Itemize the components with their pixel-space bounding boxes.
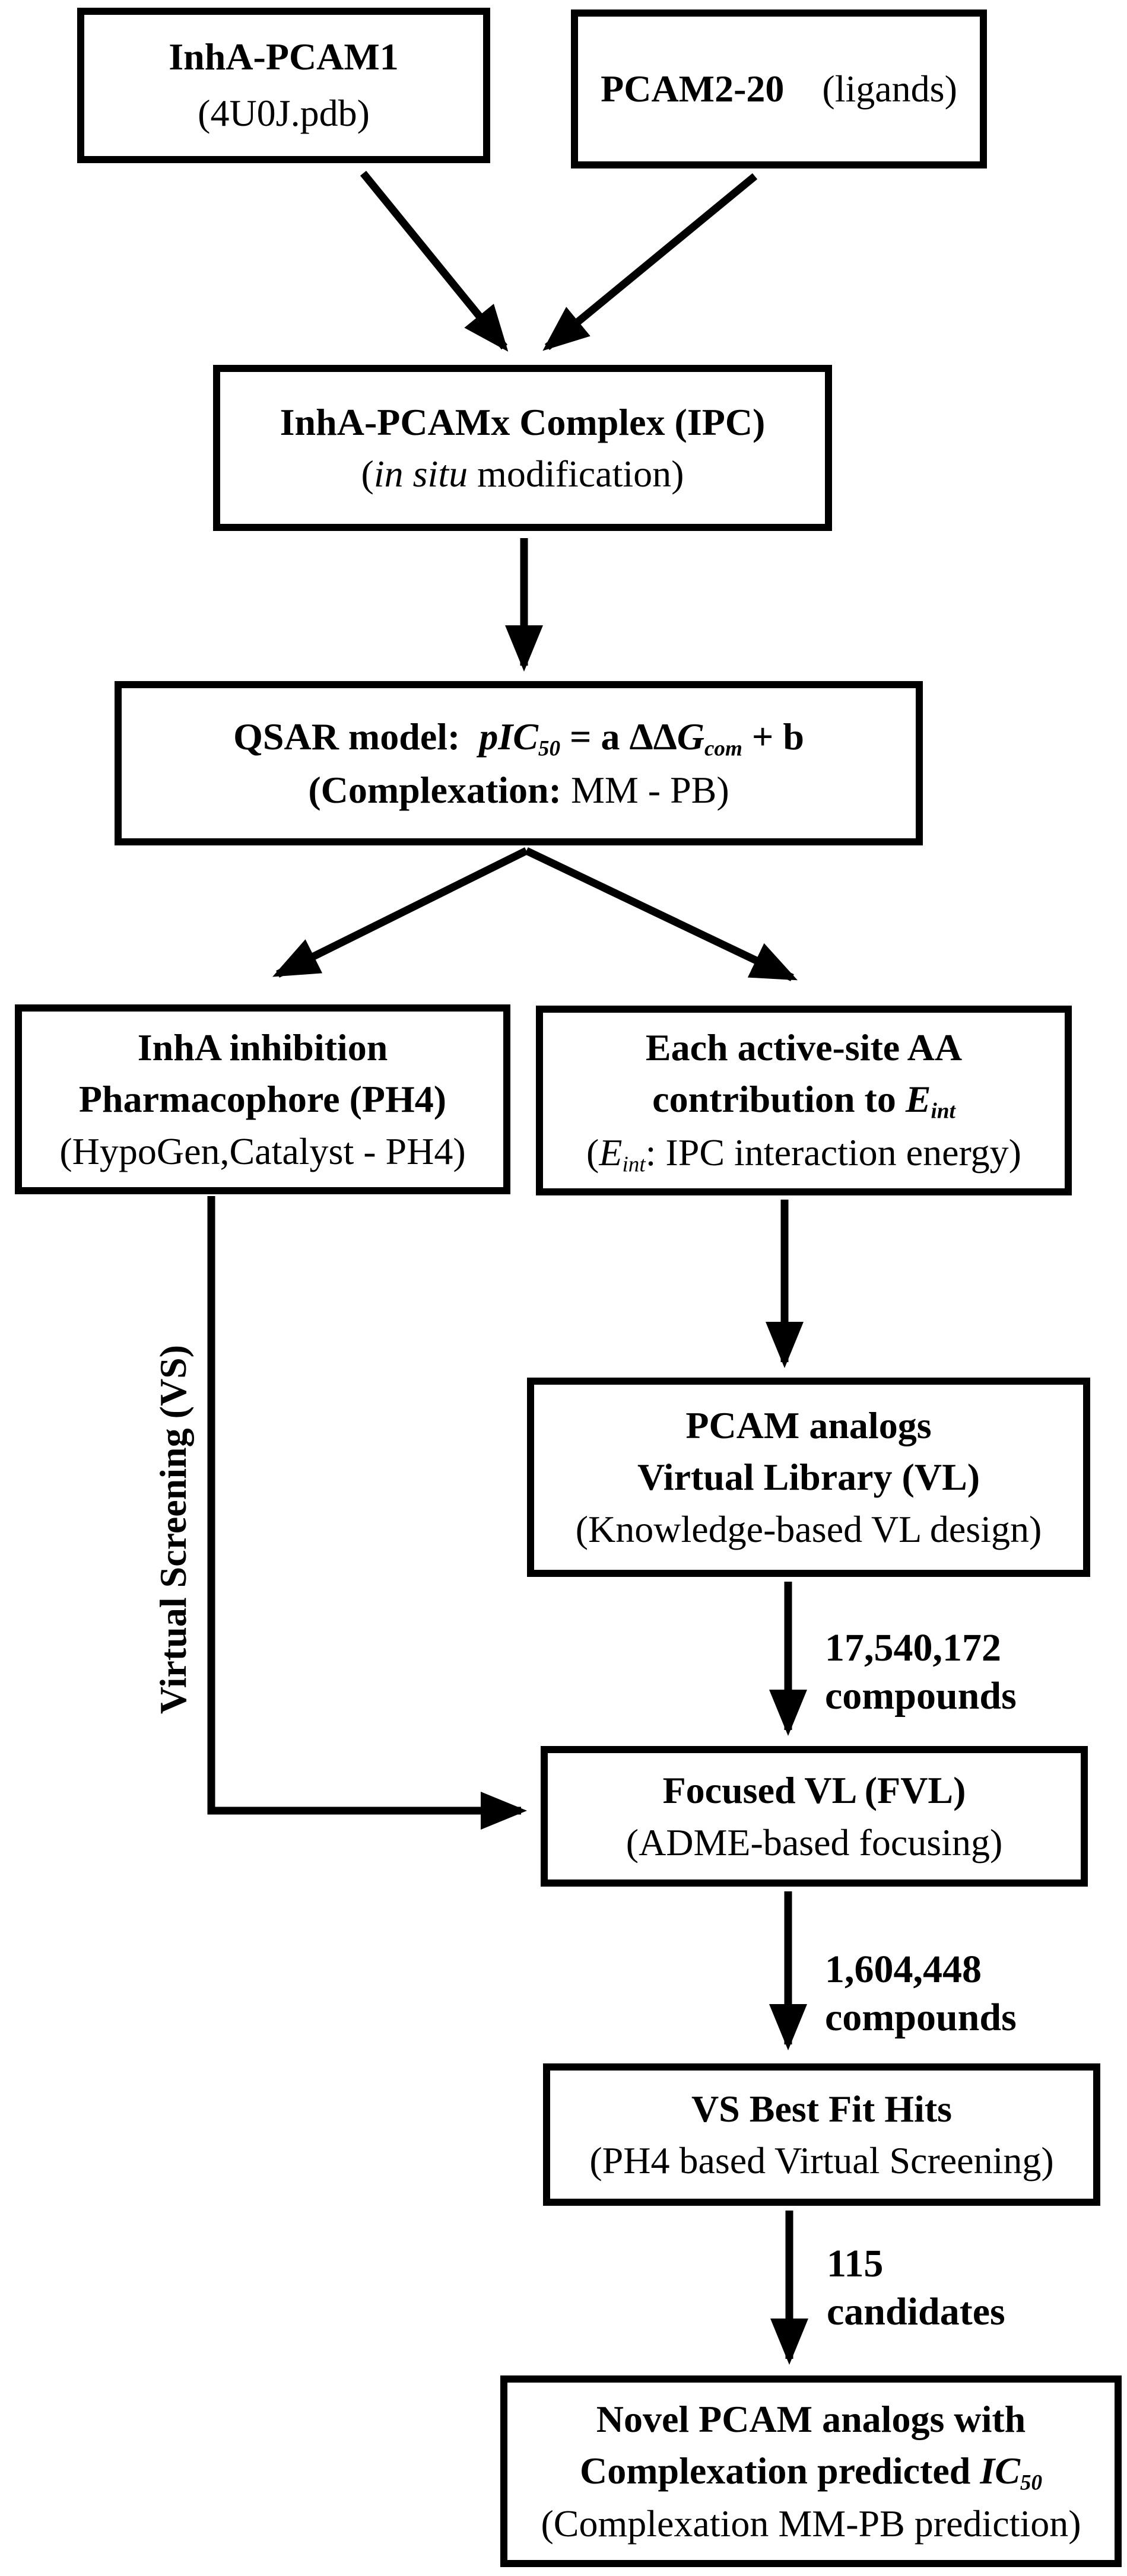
arrow-inha-pcam1-to-ipc <box>360 170 509 352</box>
label-line: 1,604,448 <box>825 1948 982 1991</box>
label-fvl-compound-count: 1,604,448 compounds <box>825 1946 1017 2041</box>
box-line: (HypoGen,Catalyst - PH4) <box>59 1130 466 1172</box>
box-vs-best-fit-hits: VS Best Fit Hits (PH4 based Virtual Scre… <box>543 2063 1100 2206</box>
box-line: QSAR model: pIC50 = a ΔΔGcom + b <box>233 715 804 761</box>
box-line: InhA inhibition <box>137 1026 388 1069</box>
label-line: candidates <box>827 2289 1005 2333</box>
label-line: compounds <box>825 1674 1017 1718</box>
box-pcam-virtual-library: PCAM analogs Virtual Library (VL) (Knowl… <box>527 1378 1090 1577</box>
box-focused-vl: Focused VL (FVL) (ADME-based focusing) <box>541 1746 1088 1887</box>
box-novel-pcam-analogs: Novel PCAM analogs with Complexation pre… <box>500 2375 1122 2567</box>
label-line: compounds <box>825 1995 1017 2039</box>
box-inha-pcam1: InhA-PCAM1 (4U0J.pdb) <box>77 8 490 163</box>
box-line: PCAM2-20 (ligands) <box>601 68 957 110</box>
label-candidate-count: 115 candidates <box>827 2240 1005 2336</box>
box-line: (4U0J.pdb) <box>198 92 370 134</box>
box-line: InhA-PCAM1 <box>169 36 399 78</box>
label-line: 17,540,172 <box>825 1626 1001 1669</box>
box-line: Novel PCAM analogs with <box>596 2397 1026 2440</box>
box-line: (Eint: IPC interaction energy) <box>586 1131 1021 1176</box>
box-line: Pharmacophore (PH4) <box>78 1078 447 1121</box>
box-line: (in situ modification) <box>361 453 684 495</box>
label-line: 115 <box>827 2242 884 2285</box>
label-vl-compound-count: 17,540,172 compounds <box>825 1624 1017 1720</box>
box-active-site-aa-contribution: Each active-site AA contribution to Eint… <box>536 1006 1072 1195</box>
box-line: Virtual Library (VL) <box>637 1456 980 1499</box>
box-inha-pcamx-complex: InhA-PCAMx Complex (IPC) (in situ modifi… <box>213 365 832 531</box>
box-qsar-model: QSAR model: pIC50 = a ΔΔGcom + b (Comple… <box>115 681 923 845</box>
box-line: contribution to Eint <box>652 1077 955 1124</box>
box-line: (PH4 based Virtual Screening) <box>589 2139 1054 2181</box>
box-line: InhA-PCAMx Complex (IPC) <box>280 400 766 443</box>
box-line: (ADME-based focusing) <box>626 1821 1003 1863</box>
box-line: PCAM analogs <box>685 1404 932 1447</box>
box-line: (Complexation: MM - PB) <box>308 768 729 811</box>
box-line: (Complexation MM-PB prediction) <box>541 2502 1081 2545</box>
box-line: Focused VL (FVL) <box>662 1769 966 1812</box>
arrow-qsar-to-aa <box>525 847 798 981</box>
box-line: Complexation predicted IC50 <box>579 2449 1043 2495</box>
box-line: VS Best Fit Hits <box>691 2087 953 2130</box>
box-line: (Knowledge-based VL design) <box>575 1508 1042 1550</box>
box-ph4-pharmacophore: InhA inhibition Pharmacophore (PH4) (Hyp… <box>15 1004 510 1194</box>
box-pcam2-20: PCAM2-20 (ligands) <box>571 9 987 168</box>
box-line: Each active-site AA <box>645 1026 963 1068</box>
arrow-virtual-screening-path <box>207 1196 527 1830</box>
arrow-pcam2-20-to-ipc <box>542 173 758 351</box>
arrow-qsar-to-ph4 <box>272 847 528 978</box>
vertical-label-text: Virtual Screening (VS) <box>152 1344 194 1715</box>
